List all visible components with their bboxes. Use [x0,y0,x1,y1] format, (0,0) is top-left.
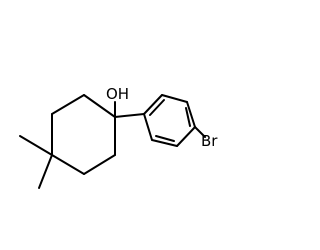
bond-ar1-ar2 [143,94,163,115]
aromatic-double-bond-1 [149,99,165,116]
bond-methyl-2 [38,154,53,189]
hydroxyl-label: OH [106,85,129,103]
bond-c1-aryl [114,113,145,118]
aromatic-double-bond-2 [185,107,191,127]
bond-ar2-ar3 [161,94,188,103]
benzene-ring [143,94,196,147]
bromine-label: Br [201,132,218,150]
cyclohexane-ring [51,94,116,175]
bond-ar4-ar5 [176,126,196,147]
bond-c4-c5 [51,154,85,175]
structure-canvas: OH Br [19,85,218,189]
bond-c1-c2 [83,94,116,118]
bond-ar3-ar4 [186,101,196,128]
aromatic-double-bond-3 [155,135,175,142]
bond-methyl-1 [19,135,53,156]
dimethyl-groups [19,135,53,189]
bond-c2-c3 [51,94,85,115]
bond-ar4-br [194,126,206,138]
bond-c5-c6 [83,154,116,175]
bond-ar6-ar1 [143,113,153,141]
molecule-structure: OH Br [19,85,218,189]
bond-ar5-ar6 [151,139,178,147]
